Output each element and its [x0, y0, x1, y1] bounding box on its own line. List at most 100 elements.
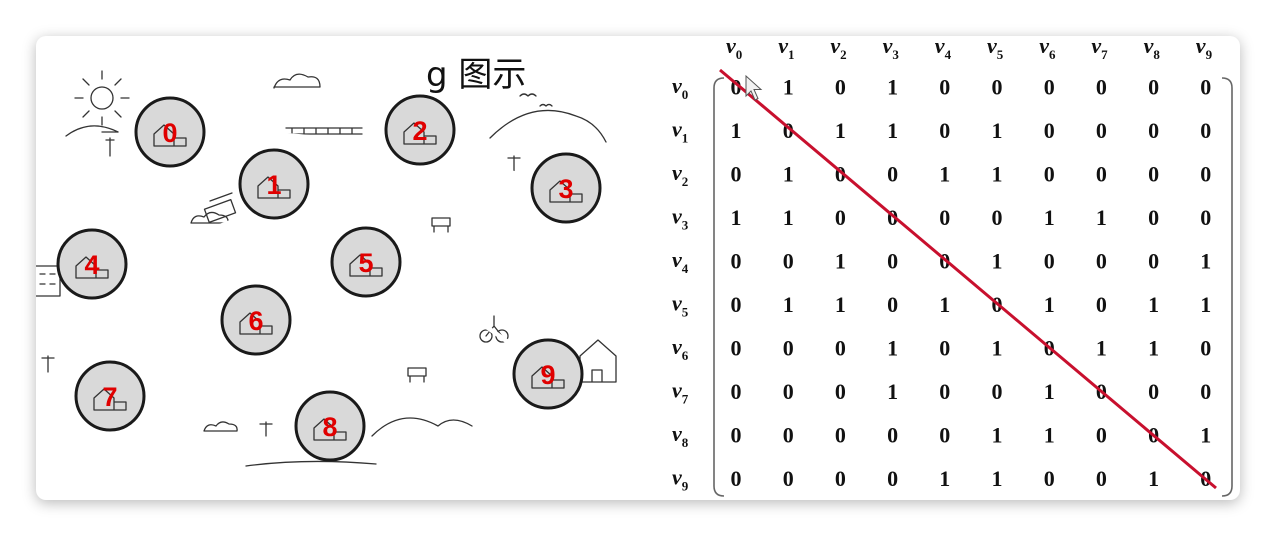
- tram-icon: [203, 192, 237, 224]
- matrix-cell: 0: [887, 162, 898, 187]
- matrix-cell: 1: [1096, 336, 1107, 361]
- matrix-cell: 0: [992, 379, 1003, 404]
- node-circle: [330, 226, 402, 298]
- house-icon: [531, 366, 565, 389]
- matrix-left-bracket: [713, 77, 725, 497]
- node-circle: [134, 96, 206, 168]
- matrix-cell: 0: [992, 205, 1003, 230]
- mouse-cursor-icon: [745, 74, 763, 101]
- house-icon: [257, 176, 291, 199]
- tree-icon: [41, 355, 55, 373]
- graph-node-5: 5: [330, 226, 402, 298]
- node-label: 9: [540, 360, 555, 390]
- matrix-cell: 1: [992, 466, 1003, 491]
- graph-roads: [91, 127, 568, 429]
- tree-icon: [259, 421, 273, 437]
- matrix-cell: 1: [783, 205, 794, 230]
- matrix-col-header: v3: [883, 36, 900, 62]
- matrix-cell: 1: [1148, 336, 1159, 361]
- matrix-row-header: v9: [672, 465, 689, 494]
- matrix-cell: 0: [1044, 249, 1055, 274]
- matrix-cell: 0: [887, 249, 898, 274]
- matrix-cell: 1: [783, 162, 794, 187]
- matrix-cell: 0: [731, 466, 742, 491]
- matrix-cell: 0: [835, 423, 846, 448]
- matrix-cell: 0: [731, 292, 742, 317]
- road-edge-inner: [91, 261, 549, 377]
- matrix-col-header: v6: [1039, 36, 1056, 62]
- node-label: 5: [358, 248, 373, 278]
- matrix-cell: 1: [887, 118, 898, 143]
- cloud-icon: [190, 211, 229, 224]
- house-icon: [349, 254, 383, 277]
- node-label: 6: [248, 306, 263, 336]
- matrix-cell: 1: [1200, 249, 1211, 274]
- hill-icon: [65, 125, 119, 137]
- matrix-cell: 0: [835, 205, 846, 230]
- node-circle: [384, 94, 456, 166]
- house-icon: [549, 180, 583, 203]
- node-circle: [56, 228, 128, 300]
- matrix-col-header: v2: [830, 36, 846, 62]
- matrix-row-header: v8: [672, 421, 689, 450]
- matrix-cell: 0: [939, 336, 950, 361]
- matrix-cell: 0: [835, 75, 846, 100]
- matrix-cell: 0: [1200, 118, 1211, 143]
- matrix-cell: 1: [887, 336, 898, 361]
- matrix-cell: 0: [992, 75, 1003, 100]
- matrix-cell: 0: [783, 118, 794, 143]
- matrix-cell: 0: [1148, 75, 1159, 100]
- node-label: 4: [84, 250, 99, 280]
- matrix-cell: 0: [887, 466, 898, 491]
- graph-node-8: 8: [294, 390, 366, 462]
- node-label: 7: [102, 382, 117, 412]
- house-icon: [153, 124, 187, 147]
- matrix-cell: 0: [1200, 379, 1211, 404]
- tree-icon: [507, 155, 521, 173]
- matrix-cell: 1: [835, 292, 846, 317]
- node-label: 1: [266, 170, 281, 200]
- graph-node-3: 3: [530, 152, 602, 224]
- matrix-cell: 0: [1148, 162, 1159, 187]
- matrix-col-header: v5: [987, 36, 1004, 62]
- matrix-cell: 0: [731, 75, 742, 100]
- matrix-cell: 0: [835, 162, 846, 187]
- matrix-cell: 0: [1044, 162, 1055, 187]
- matrix-cell: 0: [1096, 75, 1107, 100]
- graph-node-9: 9: [512, 338, 584, 410]
- matrix-cell: 1: [992, 336, 1003, 361]
- bridge-icon: [285, 127, 363, 135]
- matrix-cell: 0: [731, 162, 742, 187]
- matrix-cell: 0: [783, 336, 794, 361]
- matrix-cell: 1: [1148, 466, 1159, 491]
- matrix-cell: 1: [1148, 292, 1159, 317]
- graph-node-0: 0: [134, 96, 206, 168]
- matrix-col-header: v8: [1144, 36, 1161, 62]
- cloud-icon: [273, 73, 321, 89]
- matrix-cell: 0: [887, 292, 898, 317]
- house-icon: [579, 339, 617, 383]
- matrix-cell: 1: [1044, 423, 1055, 448]
- matrix-cell: 1: [887, 75, 898, 100]
- matrix-cell: 1: [992, 249, 1003, 274]
- node-circle: [512, 338, 584, 410]
- matrix-row-header: v1: [672, 117, 688, 146]
- matrix-right-bracket: [1221, 77, 1233, 497]
- matrix-diagonal-line: [719, 68, 1217, 490]
- road-edge-inner: [109, 186, 568, 399]
- matrix-cell: 0: [1044, 75, 1055, 100]
- building-icon: [36, 265, 61, 297]
- matrix-row-header: v6: [672, 334, 689, 363]
- node-circle: [294, 390, 366, 462]
- matrix-cell: 1: [783, 292, 794, 317]
- hill-icon: [371, 417, 473, 437]
- matrix-row-header: v5: [672, 291, 689, 320]
- house-icon: [75, 256, 109, 279]
- matrix-cell: 1: [731, 118, 742, 143]
- matrix-cell: 1: [939, 162, 950, 187]
- matrix-cell: 0: [939, 423, 950, 448]
- matrix-cell: 1: [992, 162, 1003, 187]
- matrix-col-header: v1: [778, 36, 794, 62]
- hill-icon: [245, 460, 377, 467]
